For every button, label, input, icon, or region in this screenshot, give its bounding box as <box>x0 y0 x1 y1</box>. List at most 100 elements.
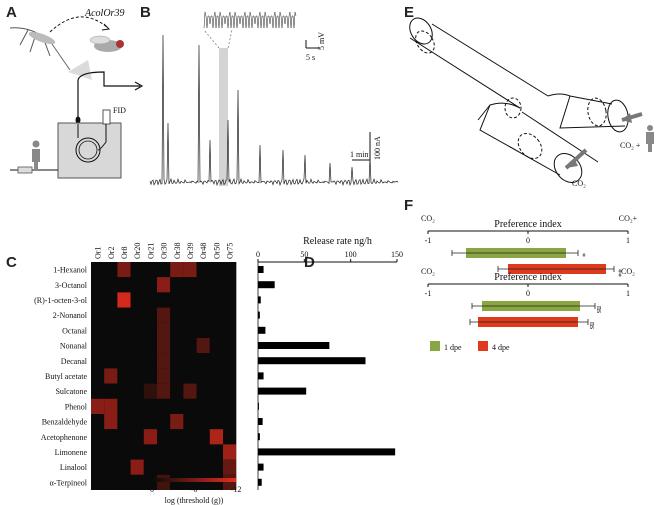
heatmap-cell <box>104 474 118 490</box>
heatmap-cell <box>223 307 237 323</box>
heatmap-cell <box>117 307 131 323</box>
gene-label: AcolOr39 <box>84 8 124 19</box>
heatmap-cell <box>223 277 237 293</box>
transfer-arrow <box>49 16 109 33</box>
heatmap-cell <box>143 338 157 354</box>
pref-tick-label: 1 <box>626 236 630 245</box>
heatmap-cell <box>91 322 105 338</box>
heatmap-cell <box>91 398 105 414</box>
scale-time-5s: 5 s <box>306 53 315 62</box>
heatmap-cell <box>104 383 118 399</box>
heatmap-cell <box>209 444 223 460</box>
heatmap-cell <box>117 429 131 445</box>
heatmap-row-label: Limonene <box>55 448 88 457</box>
heatmap-cell <box>209 277 223 293</box>
heatmap-cell <box>223 444 237 460</box>
heatmap-row-label: 2-Nonanol <box>53 311 88 320</box>
heatmap-cell <box>91 262 105 278</box>
heatmap-cell <box>170 368 184 384</box>
heatmap-cell <box>157 459 171 475</box>
heatmap-cell <box>170 292 184 308</box>
heatmap-cell <box>209 322 223 338</box>
heatmap-cell <box>117 444 131 460</box>
legend-label: 1 dpe <box>444 343 462 352</box>
panel-letter-f: F <box>404 197 413 214</box>
heatmap-cell <box>104 292 118 308</box>
pref-tick-label: 0 <box>526 236 530 245</box>
legend-label: 4 dpe <box>492 343 510 352</box>
heatmap-cell <box>130 353 144 369</box>
heatmap-cell <box>130 398 144 414</box>
heatmap-cell <box>130 444 144 460</box>
heatmap-cell <box>117 262 131 278</box>
release-bar <box>258 448 396 456</box>
heatmap-cell <box>170 474 184 490</box>
heatmap-cell <box>157 368 171 384</box>
heatmap-cell <box>104 322 118 338</box>
heatmap-col-label: Or2 <box>107 247 116 259</box>
heatmap-cell <box>196 474 210 490</box>
heatmap-col-label: Or50 <box>212 243 221 259</box>
heatmap-cell <box>170 338 184 354</box>
heatmap-cell <box>196 353 210 369</box>
heatmap-cell <box>117 368 131 384</box>
heatmap-cell <box>143 322 157 338</box>
heatmap-row-label: 1-Hexanol <box>53 266 88 275</box>
release-bar <box>258 296 261 304</box>
heatmap-cell <box>130 474 144 490</box>
heatmap-cell <box>183 277 197 293</box>
heatmap-cell <box>91 414 105 430</box>
heatmap-cell <box>104 429 118 445</box>
heatmap-col-label: Or39 <box>186 243 195 259</box>
heatmap-col-label: Or30 <box>160 243 169 259</box>
heatmap-cell <box>130 322 144 338</box>
panel-letter-e: E <box>404 4 414 21</box>
heatmap-cell <box>209 414 223 430</box>
heatmap-cell <box>117 277 131 293</box>
heatmap-row-label: Linalool <box>60 463 88 472</box>
heatmap-cell <box>183 353 197 369</box>
heatmap-cell <box>157 262 171 278</box>
heatmap-cell <box>130 459 144 475</box>
heatmap-cell <box>104 368 118 384</box>
heatmap-cell <box>130 307 144 323</box>
heatmap-cell <box>157 414 171 430</box>
heatmap-cell <box>104 398 118 414</box>
heatmap-row-label: 3-Octanol <box>55 281 88 290</box>
syringe <box>17 166 33 174</box>
pref-tick-label: 1 <box>626 289 630 298</box>
heatmap-cell <box>143 398 157 414</box>
heatmap-cell <box>157 307 171 323</box>
heatmap-cell <box>130 414 144 430</box>
heatmap-cell <box>143 444 157 460</box>
heatmap-cell <box>117 474 131 490</box>
heatmap-cell <box>223 459 237 475</box>
release-tick-label: 50 <box>300 250 308 259</box>
gc-oven <box>57 122 122 179</box>
panel-letter-c: C <box>6 254 17 271</box>
panel-b-trace: 5 s 5 mV 1 min 100 nA <box>149 11 399 187</box>
heatmap-cell <box>196 338 210 354</box>
heatmap-cell <box>143 292 157 308</box>
heatmap-cell <box>223 353 237 369</box>
release-bar <box>258 342 330 349</box>
heatmap-cell <box>170 277 184 293</box>
heatmap-cell <box>183 262 197 278</box>
heatmap-cell <box>91 307 105 323</box>
person-icon-e <box>646 125 654 152</box>
heatmap-cell <box>183 444 197 460</box>
release-bar <box>258 418 263 425</box>
heatmap-cell <box>91 353 105 369</box>
colorbar-tick: -12 <box>231 485 242 494</box>
heatmap-row-label: Nonanal <box>60 342 88 351</box>
heatmap-cell <box>183 429 197 445</box>
heatmap-cell <box>104 459 118 475</box>
gc-column <box>75 137 101 163</box>
release-bar <box>258 433 260 441</box>
fid-label: FID <box>113 106 126 115</box>
heatmap-col-label: Or38 <box>173 243 182 259</box>
heatmap-cell <box>170 383 184 399</box>
heatmap-cell <box>130 292 144 308</box>
signal-lines <box>77 71 140 120</box>
